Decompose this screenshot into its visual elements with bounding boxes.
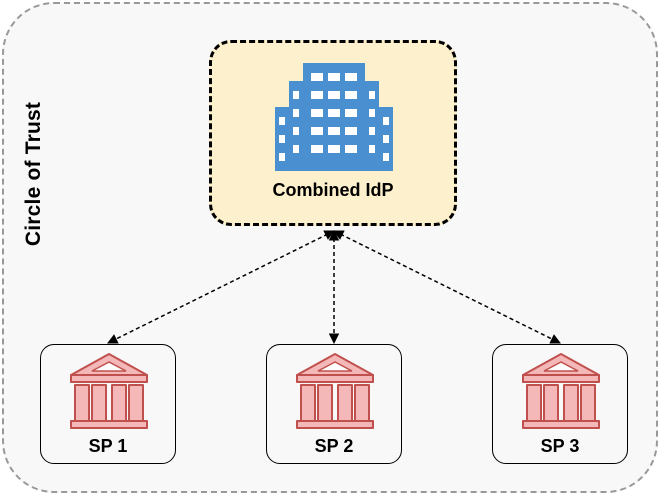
combined-idp-node[interactable]: Combined IdP [209,40,457,226]
sp3-label: SP 3 [540,436,580,456]
combined-idp-label: Combined IdP [272,180,394,200]
sp2-label: SP 2 [314,436,354,456]
bank-building-icon [296,353,374,429]
connector-idp-sp1 [107,230,335,344]
bank-building-icon [70,353,148,429]
bank-building-icon [522,353,600,429]
sp2-node[interactable]: SP 2 [266,344,402,464]
sp1-node[interactable]: SP 1 [40,344,176,464]
office-building-icon [275,63,393,171]
sp3-node[interactable]: SP 3 [492,344,628,464]
connector-idp-sp3 [333,230,561,344]
sp1-label: SP 1 [88,436,128,456]
